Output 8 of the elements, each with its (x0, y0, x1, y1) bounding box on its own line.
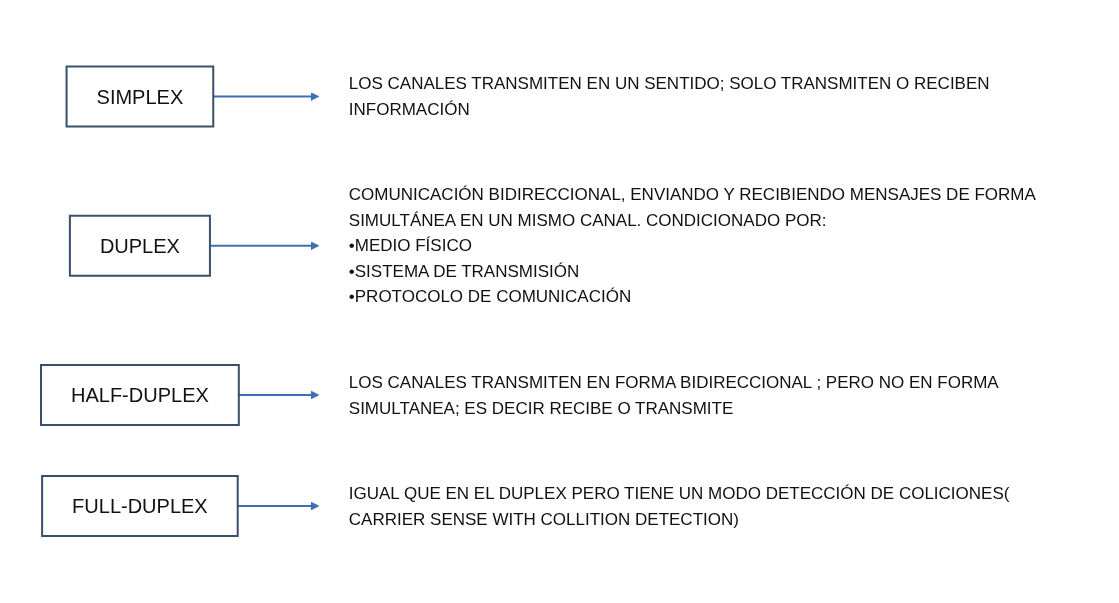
node-text: IGUAL QUE EN EL DUPLEX PERO TIENE UN MODO DETECCIÓN DE COLICIONES( CARRIER SENSE WITH COLLITION DETECTION) (348, 483, 1010, 529)
node-box: DUPLEX (68, 215, 211, 277)
node-box: FULL-DUPLEX (40, 475, 239, 538)
node-text: LOS CANALES TRANSMITEN EN FORMA BIDIRECCIONAL ; PERO NO EN FORMA SIMULTANEA; ES DECIR RECIBE O TRANSMITE (348, 372, 998, 418)
node-box: HALF-DUPLEX (39, 364, 240, 427)
node-text: LOS CANALES TRANSMITEN EN UN SENTIDO; SOLO TRANSMITEN O RECIBEN INFORMACIÓN (348, 74, 990, 119)
node-box: SIMPLEX (65, 65, 214, 128)
node-text: COMUNICACIÓN BIDIRECCIONAL, ENVIANDO Y RECIBIENDO MENSAJES DE FORMA SIMULTÁNEA EN UN MISMO CANAL. CONDICIONADO POR: •MEDIO FÍSICO •SISTEMA DE TRANSMISIÓN •PROTOCOLO DE COMUNICACIÓN (348, 185, 1035, 307)
